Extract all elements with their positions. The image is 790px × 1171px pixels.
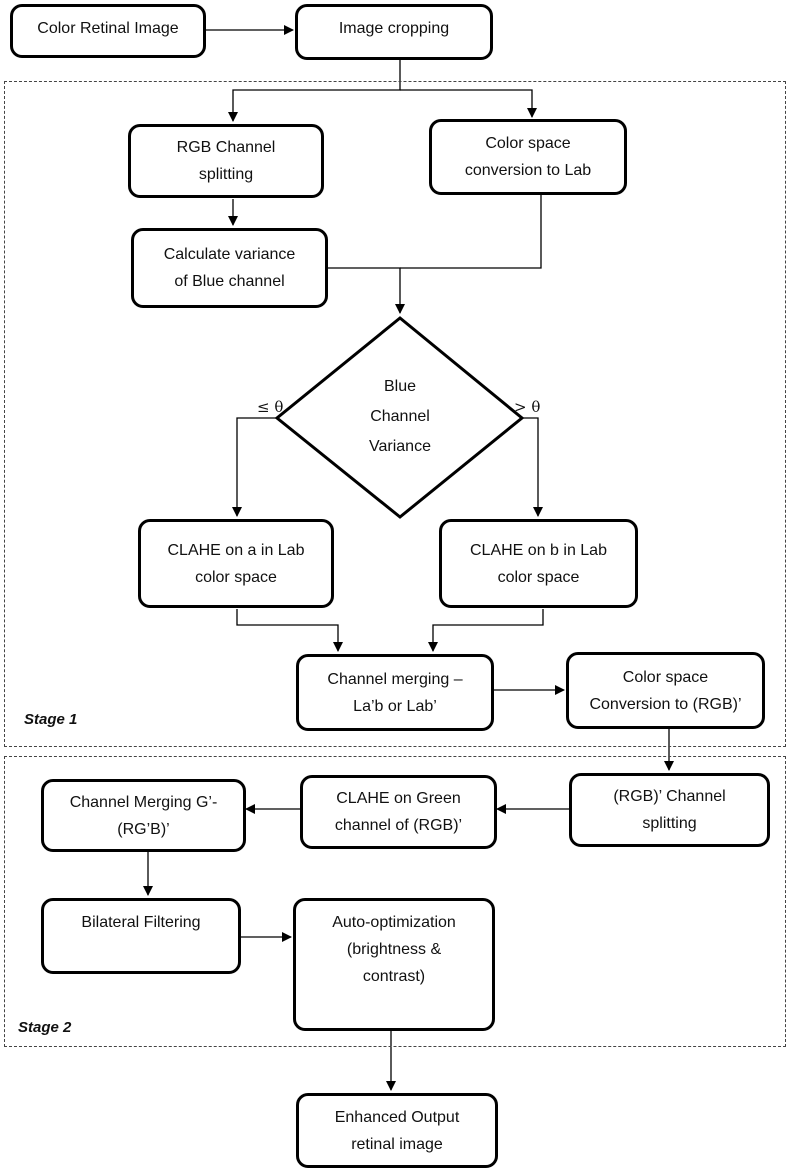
node-clahe-b: CLAHE on b in Lab color space [439,519,638,608]
stage-1-label: Stage 1 [24,711,78,728]
edge-label-le-theta: ≤ θ [257,398,284,416]
stage-2-label: Stage 2 [18,1019,72,1036]
node-color-retinal-image: Color Retinal Image [10,4,206,58]
node-rgb-channel-splitting: RGB Channel splitting [128,124,324,198]
node-enhanced-output: Enhanced Output retinal image [296,1093,498,1168]
stage-2-container [4,756,786,1047]
edge-clahe-a-to-merge [236,609,343,652]
edge-clahe-b-to-merge [428,609,544,652]
edge-cropping-split [228,60,401,122]
edge-decision-to-clahe-a [232,417,277,517]
edge-cropping-to-lab [400,89,537,118]
node-color-space-lab: Color space conversion to Lab [429,119,627,195]
node-channel-merging-lab: Channel merging – La’b or Lab’ [296,654,494,731]
decision-label: Blue Channel Variance [369,378,431,455]
node-clahe-a: CLAHE on a in Lab color space [138,519,334,608]
node-image-cropping: Image cropping [295,4,493,60]
stage-1-container [4,81,786,747]
edge-lab-to-junction [400,195,542,269]
node-auto-optimization: Auto-optimization (brightness & contrast… [293,898,495,1031]
node-bilateral-filtering: Bilateral Filtering [41,898,241,974]
node-rgb-prime-splitting: (RGB)’ Channel splitting [569,773,770,847]
node-channel-merging-g: Channel Merging G’- (RG’B)’ [41,779,246,852]
node-color-space-rgb: Color space Conversion to (RGB)’ [566,652,765,729]
node-calculate-variance: Calculate variance of Blue channel [131,228,328,308]
edge-label-gt-theta: > θ [514,398,541,416]
decision-diamond [274,316,525,519]
node-clahe-green: CLAHE on Green channel of (RGB)’ [300,775,497,849]
edge-decision-to-clahe-b [522,417,543,517]
